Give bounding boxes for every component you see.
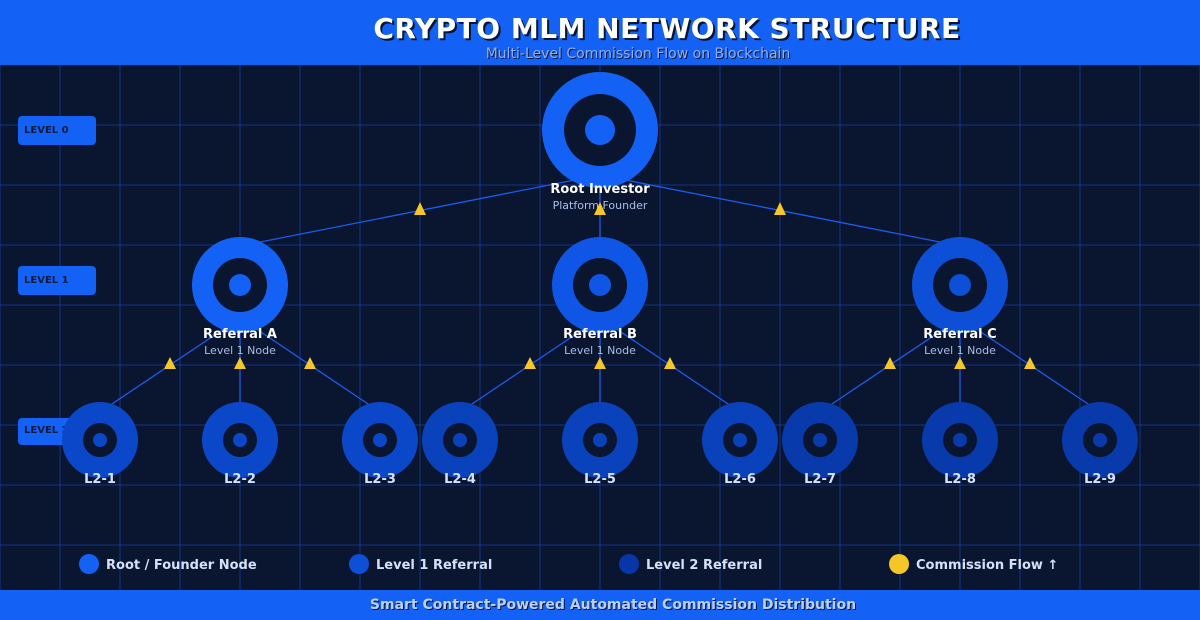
level2-node-2-label: L2-2 [224,472,256,487]
level-badge-1: LEVEL 1 [18,266,96,295]
footer-bar: Smart Contract-Powered Automated Commiss… [0,590,1200,620]
page-subtitle: Multi-Level Commission Flow on Blockchai… [485,46,791,62]
level2-node-6-label: L2-6 [724,472,756,487]
commission-arrow-icon [234,357,246,369]
level2-node-7[interactable] [782,402,858,478]
level2-node-4-label: L2-4 [444,472,476,487]
legend-item-commission: Commission Flow ↑ [889,554,1058,574]
footer-text: Smart Contract-Powered Automated Commiss… [369,597,857,613]
commission-arrow-icon [304,357,316,369]
level1-node-a[interactable] [192,237,288,333]
level2-node-3-label: L2-3 [364,472,396,487]
commission-arrow-icon [664,357,676,369]
commission-arrow-icon [164,357,176,369]
legend-swatch-root [79,554,99,574]
level2-node-9[interactable] [1062,402,1138,478]
level-badge-0-label: LEVEL 0 [24,125,69,136]
level1-node-b-subtitle: Level 1 Node [564,344,636,357]
root-node[interactable] [542,72,658,188]
commission-arrow-icon [594,202,606,215]
legend-label-commission: Commission Flow ↑ [916,558,1058,573]
legend-label-level1: Level 1 Referral [376,558,492,573]
commission-arrow-icon [594,357,606,369]
root-node-name: Root Investor [550,182,650,197]
level1-node-c[interactable] [912,237,1008,333]
level-badge-1-label: LEVEL 1 [24,275,69,286]
level2-node-7-label: L2-7 [804,472,836,487]
commission-arrow-icon [884,357,896,369]
legend-label-level2: Level 2 Referral [646,558,762,573]
legend-swatch-level1 [349,554,369,574]
level2-node-2[interactable] [202,402,278,478]
legend-label-root: Root / Founder Node [106,558,257,573]
header-bar: CRYPTO MLM NETWORK STRUCTURE Multi-Level… [0,0,1200,65]
legend-item-level1: Level 1 Referral [349,554,492,574]
level2-node-5-label: L2-5 [584,472,616,487]
level2-node-1-label: L2-1 [84,472,116,487]
level1-node-c-subtitle: Level 1 Node [924,344,996,357]
level1-node-b-name: Referral B [563,327,637,342]
level-badge-0: LEVEL 0 [18,116,96,145]
page-title: CRYPTO MLM NETWORK STRUCTURE [373,12,961,45]
commission-arrows [164,202,1036,369]
level2-node-6[interactable] [702,402,778,478]
level2-node-8[interactable] [922,402,998,478]
legend-item-level2: Level 2 Referral [619,554,762,574]
level2-node-9-label: L2-9 [1084,472,1116,487]
level2-node-4[interactable] [422,402,498,478]
commission-arrow-icon [1024,357,1036,369]
commission-arrow-icon [524,357,536,369]
commission-arrow-icon [414,202,426,215]
level1-node-b[interactable] [552,237,648,333]
level1-node-a-name: Referral A [203,327,277,342]
level2-node-3[interactable] [342,402,418,478]
level2-node-8-label: L2-8 [944,472,976,487]
legend-swatch-level2 [619,554,639,574]
level1-node-a-subtitle: Level 1 Node [204,344,276,357]
level2-node-5[interactable] [562,402,638,478]
legend-item-root: Root / Founder Node [79,554,257,574]
legend: Root / Founder Node Level 1 Referral Lev… [79,554,1058,574]
commission-arrow-icon [954,357,966,369]
commission-arrow-icon [774,202,786,215]
legend-swatch-commission [889,554,909,574]
level1-node-c-name: Referral C [923,327,996,342]
level2-node-1[interactable] [62,402,138,478]
level-badge-2-label: LEVEL 2 [24,425,69,436]
